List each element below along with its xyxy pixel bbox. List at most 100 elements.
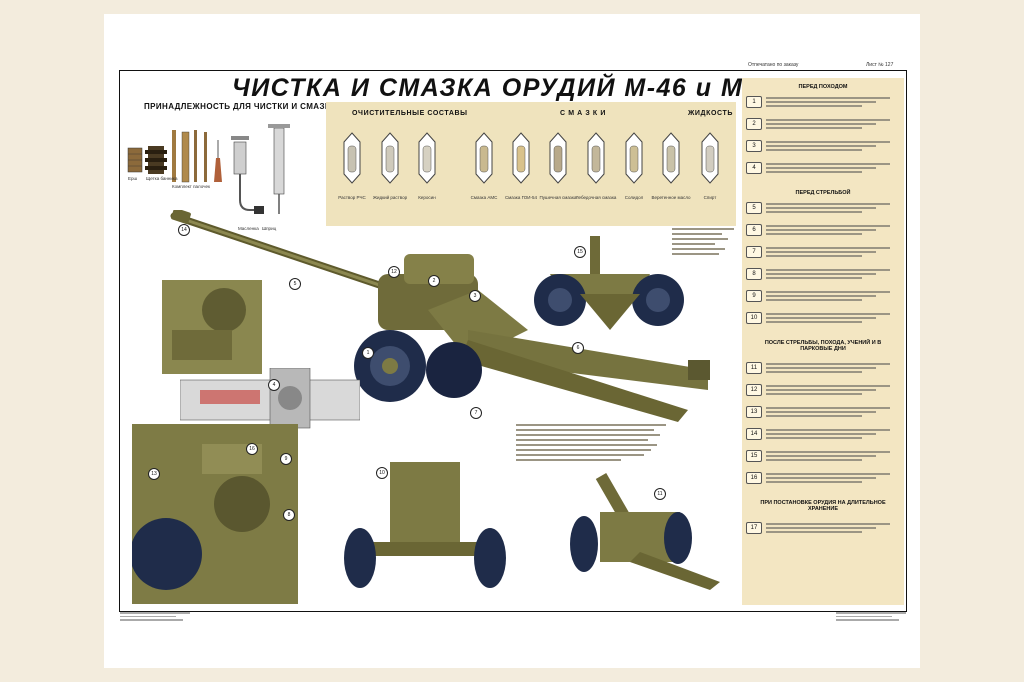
vial-label: Жидкий раствор (372, 195, 408, 200)
instruction-text-line (766, 363, 890, 365)
vial-label: Раствор РЧС (338, 195, 366, 200)
instruction-text-line (766, 229, 876, 231)
callout-marker: 2 (428, 275, 440, 287)
step-number: 9 (746, 290, 762, 302)
rod-icon (204, 132, 207, 182)
brush-icon (127, 147, 143, 173)
instruction-section-heading: ПЕРЕД СТРЕЛЬБОЙ (795, 190, 851, 196)
vial-icon (343, 132, 361, 184)
instruction-text-line (766, 527, 876, 529)
callout-marker: 15 (574, 246, 586, 258)
vial-label: Спирт (703, 195, 717, 200)
tool-label: Щетка банника (146, 176, 178, 181)
notes-block (516, 424, 666, 464)
callout-marker: 14 (178, 224, 190, 236)
instruction-text-line (766, 371, 862, 373)
callout-marker: 7 (470, 407, 482, 419)
callout-marker: 4 (268, 379, 280, 391)
instruction-text-line (766, 225, 890, 227)
vial-label: Солидол (624, 195, 644, 200)
instruction-text-line (766, 523, 890, 525)
rod-icon (181, 131, 190, 183)
instruction-text-line (766, 481, 862, 483)
vial-icon (587, 132, 605, 184)
step-number: 14 (746, 428, 762, 440)
instruction-text-line (766, 459, 862, 461)
vial-label: Керосин (418, 195, 436, 200)
howitzer-travel-illustration (534, 236, 684, 330)
instruction-text-line (766, 389, 876, 391)
step-number: 5 (746, 202, 762, 214)
syringe-icon (268, 124, 290, 214)
instruction-text-line (766, 367, 876, 369)
cleaning-compounds-heading: ОЧИСТИТЕЛЬНЫЕ СОСТАВЫ (352, 110, 468, 117)
step-number: 16 (746, 472, 762, 484)
vial-icon (512, 132, 530, 184)
instruction-text-line (766, 321, 862, 323)
vial-icon (625, 132, 643, 184)
liquid-heading: ЖИДКОСТЬ (688, 110, 734, 117)
instruction-text-line (766, 207, 876, 209)
instruction-text-line (766, 105, 862, 107)
footer-right (836, 612, 906, 623)
instruction-text-line (766, 167, 876, 169)
vial-label: Смазка АМС (470, 195, 498, 200)
step-number: 13 (746, 406, 762, 418)
rod-icon (194, 130, 197, 182)
instructions-column (742, 78, 904, 605)
step-number: 3 (746, 140, 762, 152)
tool-label: Комплект палочек (172, 184, 210, 189)
callout-marker: 8 (283, 509, 295, 521)
instruction-text-line (766, 433, 876, 435)
instruction-section-heading: ПОСЛЕ СТРЕЛЬБЫ, ПОХОДА, УЧЕНИЙ И В ПАРКО… (764, 340, 882, 352)
callout-marker: 9 (280, 453, 292, 465)
lubricants-heading: С М А З К И (560, 110, 606, 117)
instruction-text-line (766, 299, 862, 301)
step-number: 6 (746, 224, 762, 236)
tool-label: Ерш (128, 176, 138, 181)
instruction-section-heading: ПЕРЕД ПОХОДОМ (798, 84, 848, 90)
step-number: 12 (746, 384, 762, 396)
step-number: 7 (746, 246, 762, 258)
tool-label: Масленка (238, 226, 259, 231)
instruction-text-line (766, 101, 876, 103)
vial-label: Лебедочная смазка (575, 195, 617, 200)
instruction-text-line (766, 251, 876, 253)
poster-frame (119, 70, 907, 612)
instruction-text-line (766, 149, 862, 151)
instruction-text-line (766, 141, 890, 143)
instruction-text-line (766, 163, 890, 165)
step-number: 15 (746, 450, 762, 462)
step-number: 17 (746, 522, 762, 534)
instruction-text-line (766, 247, 890, 249)
accessories-heading: ПРИНАДЛЕЖНОСТЬ ДЛЯ ЧИСТКИ И СМАЗКИ (144, 102, 337, 111)
step-number: 2 (746, 118, 762, 130)
instruction-text-line (766, 233, 862, 235)
instruction-text-line (766, 123, 876, 125)
instruction-text-line (766, 211, 862, 213)
rod-icon (172, 130, 176, 182)
instruction-text-line (766, 313, 890, 315)
instruction-text-line (766, 145, 876, 147)
instruction-text-line (766, 317, 876, 319)
callout-marker: 1 (362, 347, 374, 359)
instruction-text-line (766, 531, 862, 533)
instruction-text-line (766, 269, 890, 271)
instruction-section-heading: ПРИ ПОСТАНОВКЕ ОРУДИЯ НА ДЛИТЕЛЬНОЕ ХРАН… (760, 500, 886, 512)
poster-title: ЧИСТКА И СМАЗКА ОРУДИЙ М-46 и М-47 (232, 74, 784, 102)
instruction-text-line (766, 119, 890, 121)
callout-marker: 12 (388, 266, 400, 278)
step-number: 10 (746, 312, 762, 324)
vial-icon (549, 132, 567, 184)
instruction-text-line (766, 455, 876, 457)
instruction-text-line (766, 291, 890, 293)
instruction-text-line (766, 97, 890, 99)
tool-label: Шприц (262, 226, 277, 231)
callout-marker: 5 (289, 278, 301, 290)
vial-label: Смазка ГОИ-54 (504, 195, 538, 200)
callout-marker: 11 (654, 488, 666, 500)
instruction-text-line (766, 477, 876, 479)
vial-label: Веретенное масло (651, 195, 691, 200)
callout-marker: 3 (469, 290, 481, 302)
oiler-icon (214, 140, 222, 182)
